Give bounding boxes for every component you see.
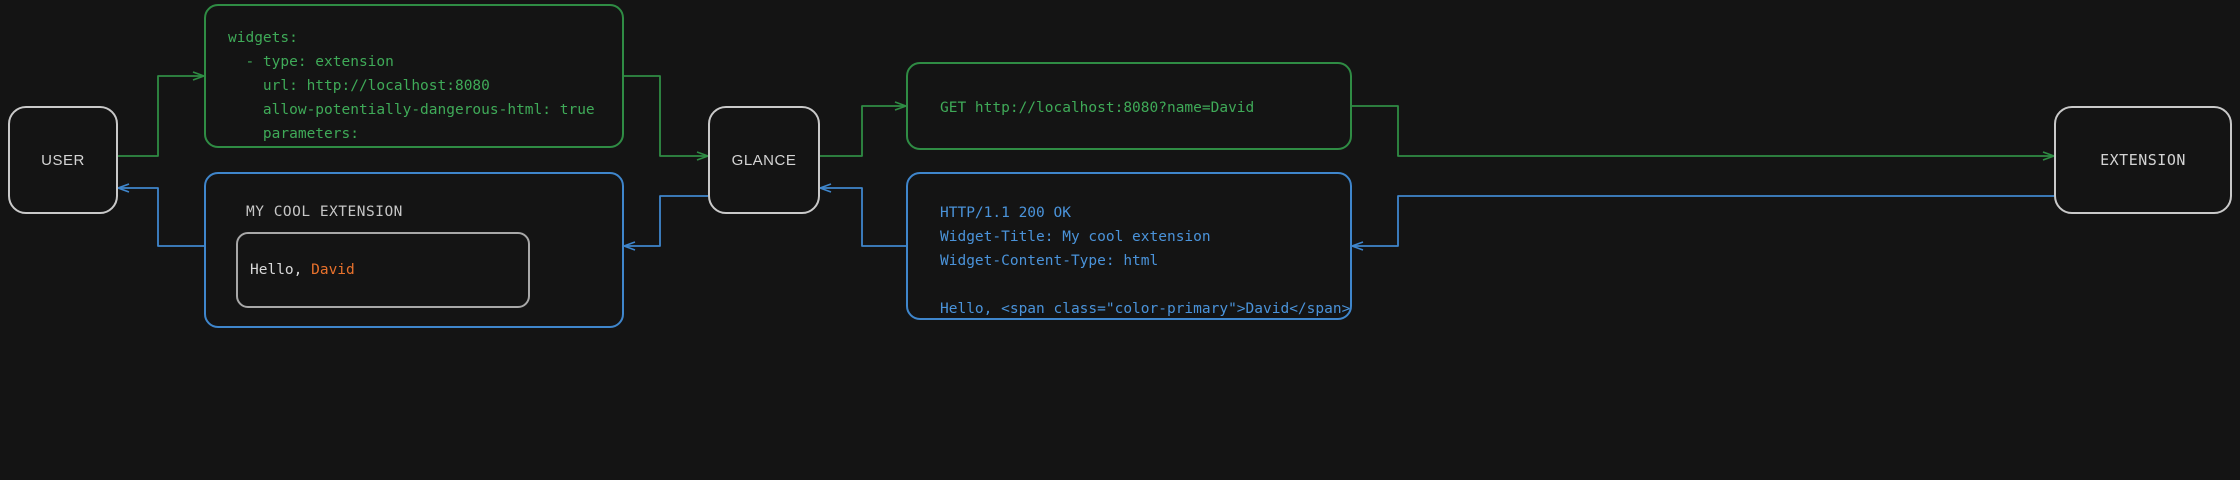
- config-yaml-box: widgets: - type: extension url: http://l…: [204, 4, 624, 148]
- config-yaml-code: widgets: - type: extension url: http://l…: [228, 30, 595, 142]
- http-request-text: GET http://localhost:8080?name=David: [940, 100, 1255, 116]
- http-request-box: GET http://localhost:8080?name=David: [906, 62, 1352, 150]
- edge-request-to-extension: [1352, 105, 2053, 156]
- widget-preview-box: MY COOL EXTENSION Hello, David: [204, 172, 624, 328]
- widget-preview-card: Hello, David: [236, 232, 530, 308]
- node-glance[interactable]: GLANCE: [708, 106, 820, 214]
- node-glance-label: GLANCE: [731, 151, 797, 169]
- node-user[interactable]: USER: [8, 106, 118, 214]
- edge-extension-to-response: [1353, 195, 2054, 246]
- greeting-prefix: Hello,: [250, 262, 312, 278]
- http-response-box: HTTP/1.1 200 OK Widget-Title: My cool ex…: [906, 172, 1352, 320]
- http-response-text: HTTP/1.1 200 OK Widget-Title: My cool ex…: [940, 205, 1351, 317]
- edge-user-to-config: [118, 76, 203, 157]
- widget-preview-greeting: Hello, David: [250, 262, 355, 278]
- edge-response-to-glance: [821, 188, 906, 247]
- node-user-label: USER: [41, 151, 85, 169]
- greeting-name: David: [311, 262, 355, 278]
- widget-preview-title: MY COOL EXTENSION: [246, 204, 403, 220]
- edge-widget-to-user: [119, 188, 204, 247]
- edge-glance-to-widget: [625, 195, 708, 246]
- node-extension-label: EXTENSION: [2100, 151, 2186, 169]
- node-extension[interactable]: EXTENSION: [2054, 106, 2232, 214]
- edge-config-to-glance: [624, 75, 707, 156]
- edge-glance-to-request: [820, 106, 905, 157]
